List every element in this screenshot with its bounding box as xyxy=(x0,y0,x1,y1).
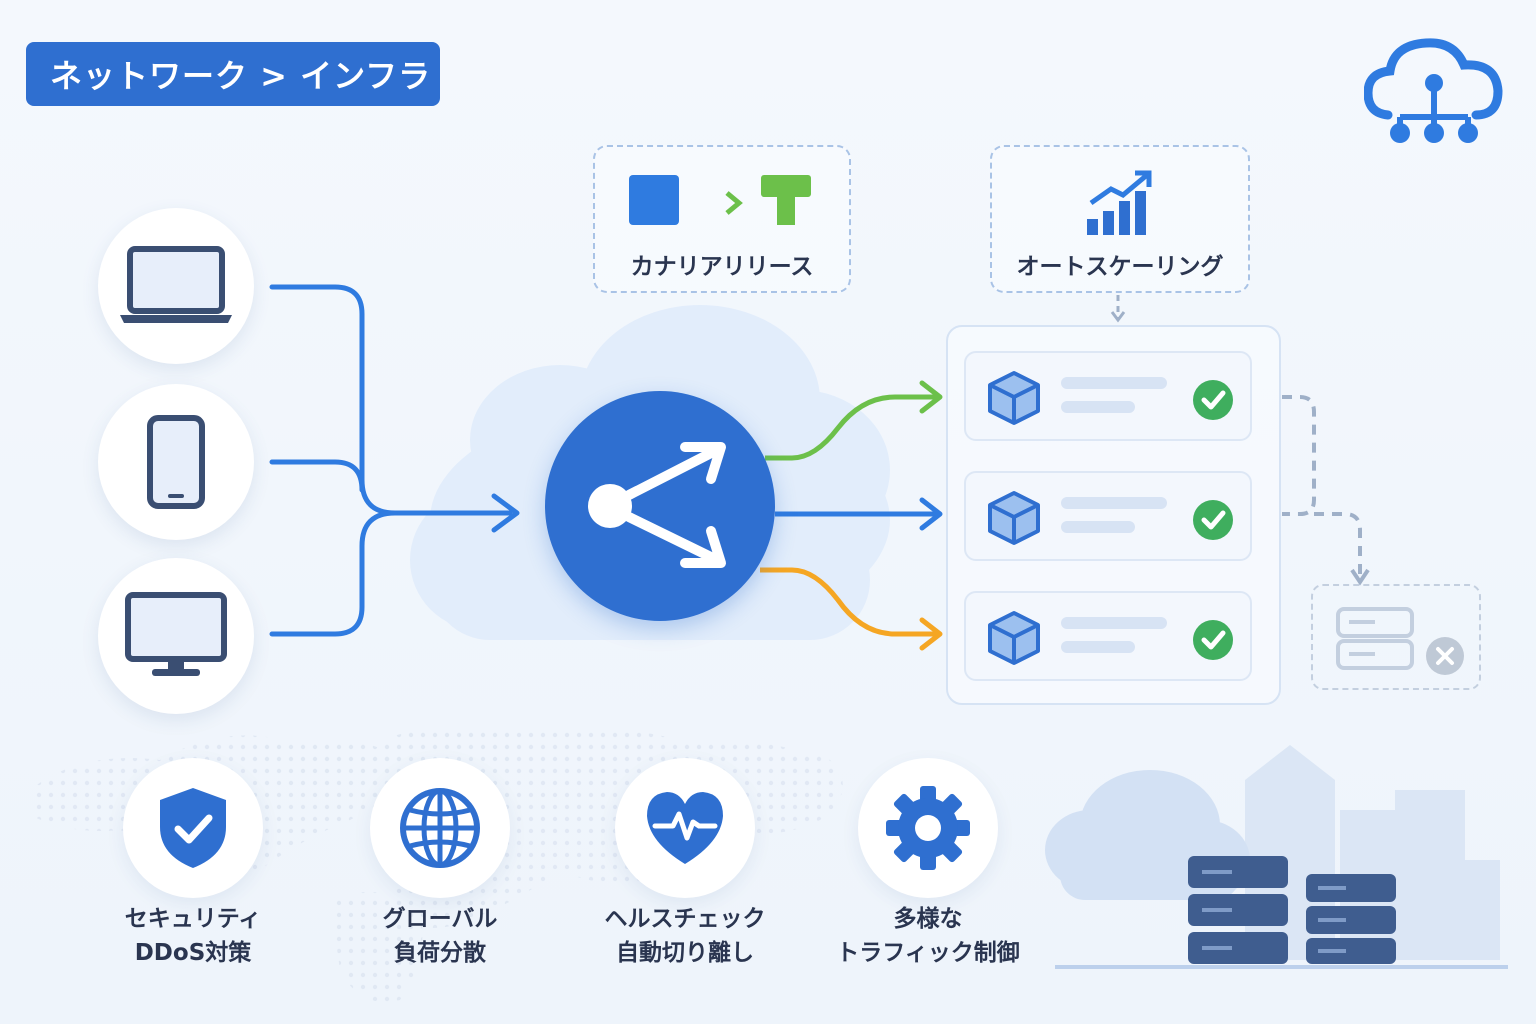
server-instance xyxy=(964,471,1252,561)
share-split-icon xyxy=(588,442,726,568)
shield-check-icon xyxy=(160,788,226,868)
client-laptop xyxy=(98,208,254,364)
bottom-cloud xyxy=(1045,770,1250,900)
feature-icon-circle xyxy=(370,758,510,898)
check-icon xyxy=(1193,380,1233,420)
feature-icon-circle xyxy=(858,758,998,898)
canary-release-label: カナリアリリース xyxy=(630,254,814,280)
server-instance xyxy=(964,351,1252,441)
feature-icon-circle xyxy=(615,758,755,898)
feature-icon-circle xyxy=(123,758,263,898)
server-stack-icon xyxy=(1336,607,1414,670)
feature-traffic-control: 多様な トラフィック制御 xyxy=(808,758,1048,970)
breadcrumb-text: ネットワーク > インフラ xyxy=(50,57,432,95)
server-pool xyxy=(946,325,1281,705)
desktop-monitor-icon xyxy=(125,592,227,676)
heartbeat-icon xyxy=(647,792,723,864)
cloud-network-icon xyxy=(1364,38,1503,143)
laptop-icon xyxy=(120,246,232,323)
canary-release-icon xyxy=(629,175,811,225)
feature-security: セキュリティ DDoS対策 xyxy=(73,758,313,970)
cube-icon xyxy=(988,611,1040,665)
client-desktop xyxy=(98,558,254,714)
feature-label-line1: セキュリティ xyxy=(124,906,262,932)
breadcrumb[interactable]: ネットワーク > インフラ xyxy=(26,42,440,106)
autoscaling-box: オートスケーリング xyxy=(990,145,1250,293)
globe-icon xyxy=(400,788,480,868)
feature-label-line2: 負荷分散 xyxy=(394,940,486,966)
feature-label-line1: 多様な xyxy=(893,906,963,932)
autoscaling-label: オートスケーリング xyxy=(1016,254,1224,280)
load-balancer xyxy=(545,391,775,621)
server-info-bar xyxy=(1061,377,1167,389)
feature-health-check: ヘルスチェック 自動切り離し xyxy=(565,758,805,970)
feature-label-line1: グローバル xyxy=(382,906,498,932)
feature-label-line1: ヘルスチェック xyxy=(604,906,766,932)
client-smartphone xyxy=(98,384,254,540)
smartphone-icon xyxy=(147,415,205,509)
server-info-bar xyxy=(1061,401,1135,413)
close-icon xyxy=(1426,637,1464,675)
canary-release-box: カナリアリリース xyxy=(593,145,851,293)
server-instance xyxy=(964,591,1252,681)
check-icon xyxy=(1193,500,1233,540)
check-icon xyxy=(1193,620,1233,660)
server-info-bar xyxy=(1061,497,1167,509)
feature-label-line2: DDoS対策 xyxy=(134,940,252,966)
bar-chart-growth-icon xyxy=(1087,170,1152,235)
detached-server xyxy=(1311,584,1481,690)
server-info-bar xyxy=(1061,641,1135,653)
cube-icon xyxy=(988,371,1040,425)
datacenter-servers-icon xyxy=(1188,856,1396,964)
server-info-bar xyxy=(1061,521,1135,533)
feature-label-line2: トラフィック制御 xyxy=(836,940,1020,966)
server-info-bar xyxy=(1061,617,1167,629)
cube-icon xyxy=(988,491,1040,545)
feature-global-lb: グローバル 負荷分散 xyxy=(320,758,560,970)
gear-icon xyxy=(886,786,970,870)
feature-label-line2: 自動切り離し xyxy=(616,940,754,966)
